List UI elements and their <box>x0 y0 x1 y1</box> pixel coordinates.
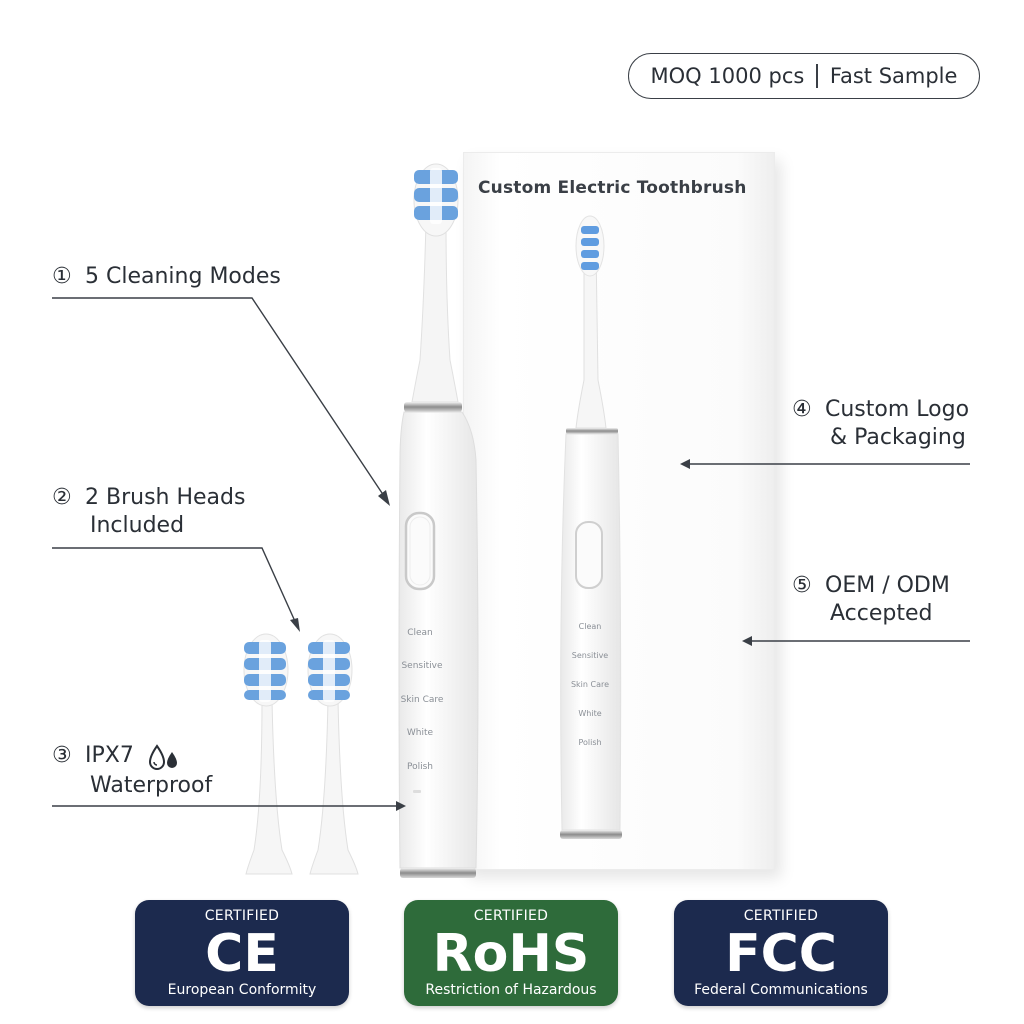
feature-brush-heads: ② 2 Brush Heads Included <box>52 484 245 540</box>
fast-sample-text: Fast Sample <box>829 64 958 88</box>
feature-waterproof: ③ IPX7 Waterproof <box>52 742 212 800</box>
box-mode-label: Polish <box>578 738 602 747</box>
box-title: Custom Electric Toothbrush <box>478 178 747 198</box>
badge-ce: CERTIFIED CE European Conformity <box>135 900 349 1006</box>
feature-cleaning-modes: ① 5 Cleaning Modes <box>52 263 281 291</box>
handle-mode-label: Skin Care <box>400 695 444 705</box>
box-mode-label: Skin Care <box>570 680 610 689</box>
spare-brush-head-2 <box>307 633 359 875</box>
feature-text: 5 Cleaning Modes <box>85 264 281 289</box>
badge-certified-label: CERTIFIED <box>204 908 280 924</box>
handle-mode-label: Clean <box>407 628 433 638</box>
feature-custom-logo: ④ Custom Logo & Packaging <box>792 396 969 452</box>
box-mode-label: Clean <box>578 622 602 631</box>
handle-mode-label: White <box>406 728 434 738</box>
badge-certified-label: CERTIFIED <box>743 908 819 924</box>
feature-text-line2: Accepted <box>830 601 933 626</box>
badge-certified-label: CERTIFIED <box>473 908 549 924</box>
badge-mark: CE <box>205 924 279 984</box>
feature-text-line2: Waterproof <box>90 773 213 798</box>
badge-mark: RoHS <box>432 924 590 984</box>
feature-text: 2 Brush Heads <box>85 485 246 510</box>
feature-oem-odm: ⑤ OEM / ODM Accepted <box>792 572 950 628</box>
spare-brush-head-1 <box>243 633 293 875</box>
feature-text: Custom Logo <box>825 397 970 422</box>
feature-number: ② <box>52 485 72 510</box>
badge-subtitle: Federal Communications <box>694 982 868 998</box>
badge-rohs: CERTIFIED RoHS Restriction of Hazardous <box>404 900 618 1006</box>
feature-text-line2: & Packaging <box>830 425 966 450</box>
feature-number: ④ <box>792 397 812 422</box>
feature-text: IPX7 <box>85 743 134 768</box>
badge-mark: FCC <box>725 924 837 984</box>
callout-lines <box>52 297 970 807</box>
moq-banner: MOQ 1000 pcs Fast Sample <box>628 53 980 99</box>
feature-number: ① <box>52 264 72 289</box>
badge-fcc: CERTIFIED FCC Federal Communications <box>674 900 888 1006</box>
box-mode-label: Sensitive <box>571 651 609 660</box>
box-toothbrush-graphic <box>560 215 622 839</box>
feature-number: ⑤ <box>792 573 812 598</box>
box-mode-label: White <box>578 709 602 718</box>
moq-text: MOQ 1000 pcs <box>650 64 805 88</box>
callout-arrowheads <box>290 459 752 811</box>
badge-subtitle: European Conformity <box>167 982 317 998</box>
water-drops-icon <box>148 744 177 770</box>
feature-text-line2: Included <box>90 513 185 538</box>
main-toothbrush <box>398 163 479 878</box>
handle-mode-label: Sensitive <box>401 661 443 671</box>
handle-mode-label: Polish <box>406 762 433 772</box>
feature-number: ③ <box>52 743 72 768</box>
badge-subtitle: Restriction of Hazardous <box>425 982 597 998</box>
feature-text: OEM / ODM <box>825 573 950 598</box>
pill-divider <box>816 64 818 88</box>
